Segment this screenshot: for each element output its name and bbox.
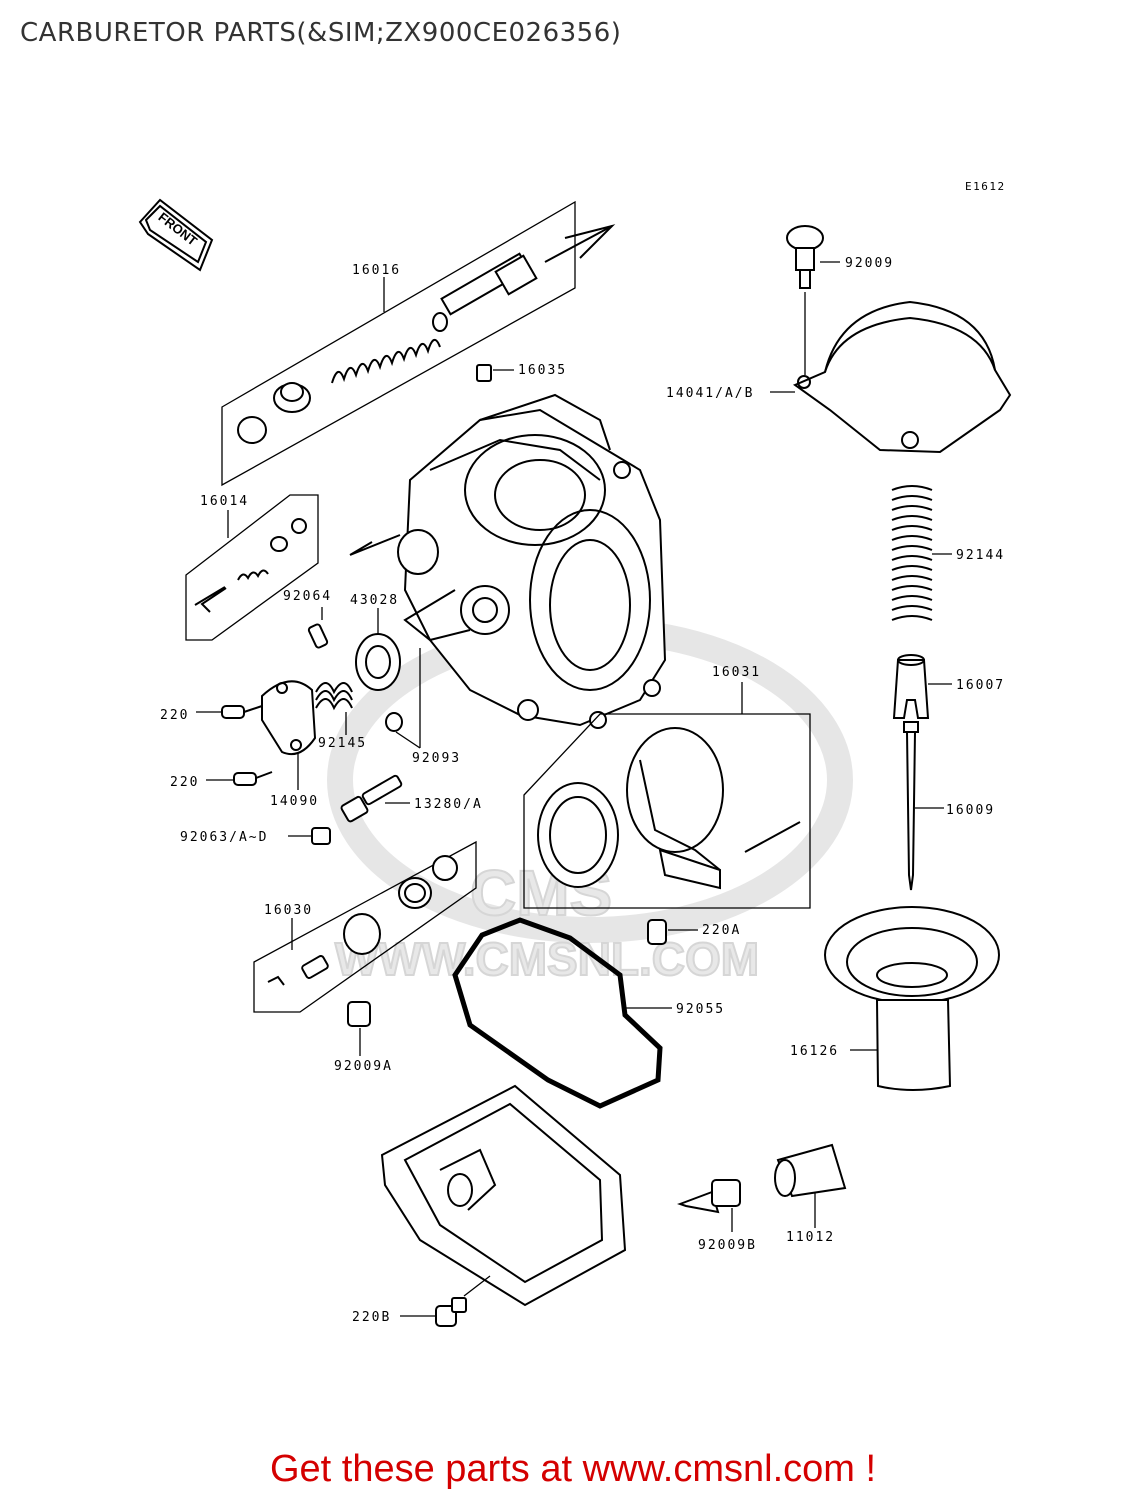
- callout-16031: 16031: [712, 665, 761, 680]
- diagram-code: E1612: [965, 180, 1006, 193]
- part-92055: [452, 917, 672, 1109]
- part-92093: [385, 648, 421, 749]
- part-92063: [288, 827, 331, 845]
- callout-220A: 220A: [702, 923, 741, 938]
- callout-14041: 14041/A/B: [666, 386, 754, 401]
- callout-92009: 92009: [845, 256, 894, 271]
- callout-11012: 11012: [786, 1230, 835, 1245]
- part-16030-group: [253, 840, 477, 1013]
- part-16035: [476, 364, 514, 382]
- callout-92145: 92145: [318, 736, 367, 751]
- part-11012: [774, 1143, 847, 1228]
- callout-16030: 16030: [264, 903, 313, 918]
- part-92145: [315, 682, 353, 735]
- callout-220B: 220B: [352, 1310, 391, 1325]
- callout-14090: 14090: [270, 794, 319, 809]
- part-43028: [355, 608, 401, 691]
- callout-92064: 92064: [283, 589, 332, 604]
- callout-16007: 16007: [956, 678, 1005, 693]
- callout-92009A: 92009A: [334, 1059, 393, 1074]
- callout-16035: 16035: [518, 363, 567, 378]
- watermark-url: WWW.CMSNL.COM: [335, 933, 759, 985]
- part-92064: [307, 607, 329, 649]
- part-16126: [824, 906, 1000, 1091]
- page-title: CARBURETOR PARTS(&SIM;ZX900CE026356): [20, 18, 622, 48]
- callout-220-lower: 220: [170, 775, 199, 790]
- cta-link[interactable]: Get these parts at www.cmsnl.com !: [269, 1448, 877, 1490]
- part-13280: [340, 774, 410, 823]
- part-16016-shaft: [432, 224, 616, 332]
- callout-92093: 92093: [412, 751, 461, 766]
- part-92009: [786, 225, 840, 375]
- callout-92009B: 92009B: [698, 1238, 757, 1253]
- part-16016-group: [221, 200, 616, 487]
- part-16014-group: [185, 494, 319, 641]
- part-14041: [770, 300, 1012, 454]
- part-220B: [400, 1297, 467, 1327]
- callout-16014: 16014: [200, 494, 249, 509]
- part-16009: [903, 721, 944, 891]
- callout-43028: 43028: [350, 593, 399, 608]
- callout-16126: 16126: [790, 1044, 839, 1059]
- part-16016-plug: [237, 382, 311, 444]
- part-16007: [892, 654, 952, 719]
- part-220-screws: [196, 705, 273, 786]
- callout-16009: 16009: [946, 803, 995, 818]
- part-16031-group: [523, 682, 811, 909]
- callout-220-upper: 220: [160, 708, 189, 723]
- part-92144: [891, 485, 952, 621]
- float-bowl: [380, 1084, 627, 1307]
- callout-92055: 92055: [676, 1002, 725, 1017]
- callout-16016: 16016: [352, 263, 401, 278]
- carburetor-body: [349, 393, 667, 729]
- part-16016-spring: [331, 339, 441, 384]
- part-220A: [647, 919, 698, 945]
- callout-92144: 92144: [956, 548, 1005, 563]
- part-92009B: [677, 1179, 741, 1232]
- watermark: CMS WWW.CMSNL.COM: [327, 617, 853, 986]
- part-14090: [261, 680, 317, 790]
- callout-13280: 13280/A: [414, 797, 483, 812]
- callout-92063: 92063/A~D: [180, 830, 268, 845]
- front-arrow-icon: FRONT: [138, 198, 214, 272]
- part-92009A: [347, 1001, 371, 1056]
